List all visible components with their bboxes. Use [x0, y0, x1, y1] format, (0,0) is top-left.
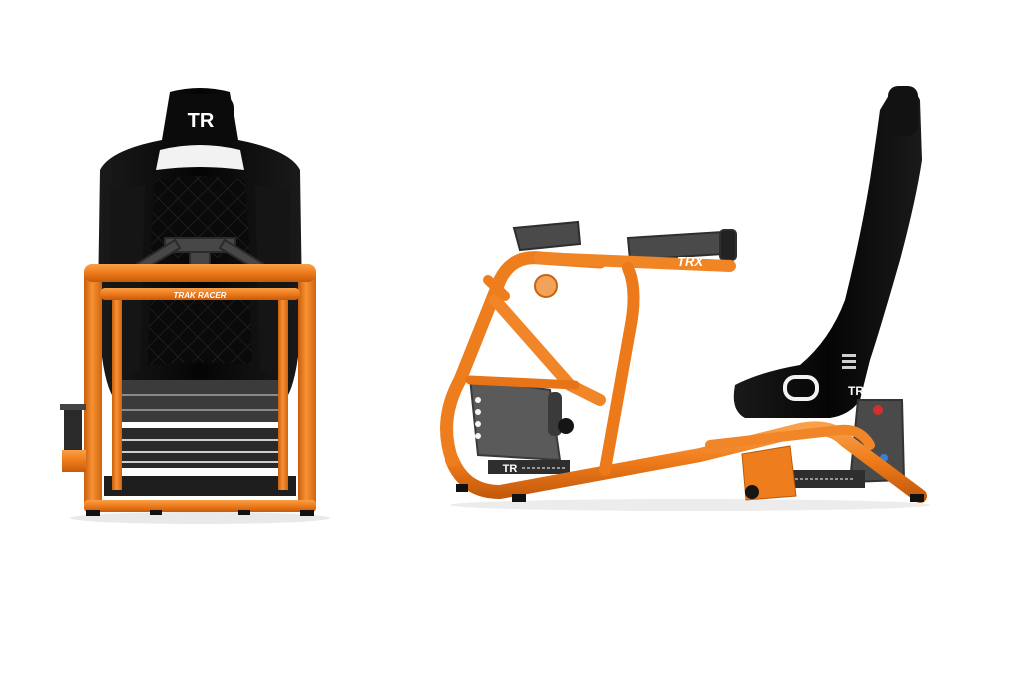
- side-model-label: TRX: [677, 254, 704, 269]
- side-frame-medallion: [534, 274, 558, 298]
- front-shifter-mount: [60, 404, 86, 472]
- front-seat-quilt-lower: [148, 296, 252, 365]
- side-base-rail: [488, 460, 570, 474]
- front-base-plate: [104, 476, 296, 496]
- front-frame-label: TRAK RACER: [174, 291, 227, 300]
- front-orange-frame: [84, 264, 316, 512]
- side-slider-knob[interactable]: [745, 485, 759, 499]
- front-floor-shadow: [70, 512, 330, 524]
- side-pedal-knob[interactable]: [558, 418, 574, 434]
- front-headrest: [168, 94, 234, 146]
- side-wheel-deck: [512, 220, 737, 262]
- side-frame-feet: [456, 484, 924, 502]
- front-harness-slot: [156, 145, 244, 170]
- side-headrest: [888, 86, 918, 136]
- side-seat-vents: [842, 354, 856, 369]
- side-pedal-deck-holes: [475, 397, 481, 439]
- side-seat-shell: [733, 87, 922, 419]
- side-pedal-deck: [468, 376, 562, 462]
- side-bracket-knob-red[interactable]: [873, 405, 883, 415]
- front-seat-rails: [122, 394, 278, 411]
- front-headrest-logo: TR: [188, 110, 215, 132]
- side-frame-label: TRAK RACER: [573, 309, 619, 361]
- front-seat-base: [120, 380, 280, 422]
- side-seat-logo: TR: [848, 384, 864, 398]
- front-view-rig: TRAK RACER TR: [60, 88, 330, 524]
- side-harness-slot: [783, 375, 819, 401]
- front-frame-feet: [86, 510, 314, 516]
- side-floor-shadow: [450, 499, 930, 511]
- side-view-rig: TR TR: [440, 86, 930, 511]
- front-slider-springs: [118, 439, 282, 463]
- side-orange-frame: [440, 251, 927, 503]
- side-base-logo: TR: [503, 463, 518, 475]
